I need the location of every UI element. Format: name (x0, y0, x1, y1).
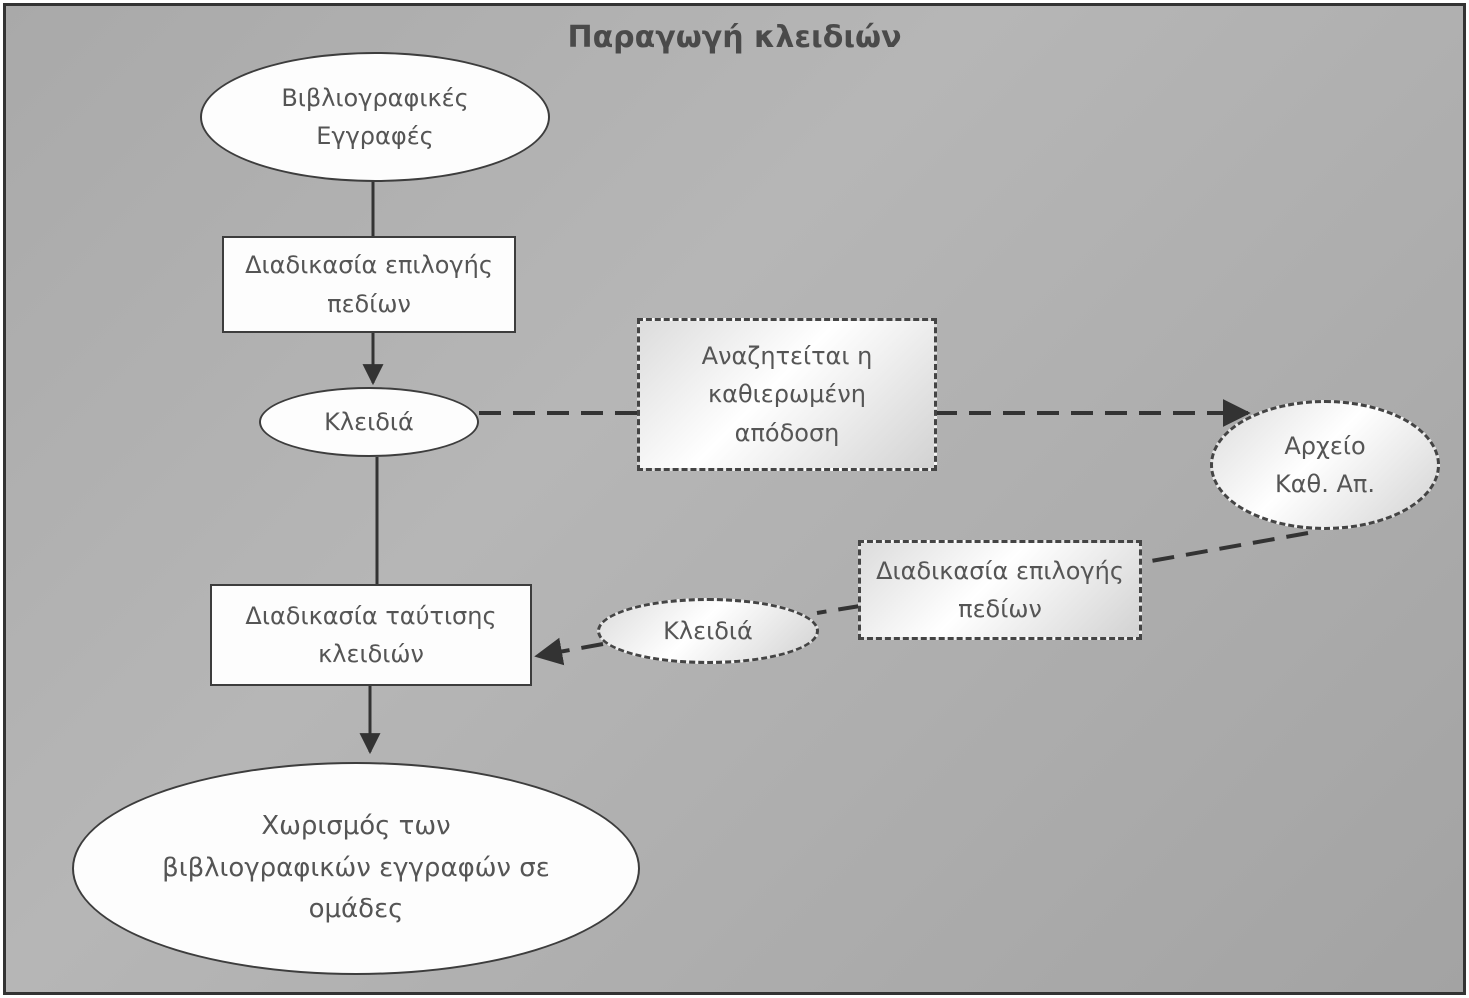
node-field-select-2: Διαδικασία επιλογής πεδίων (858, 540, 1142, 640)
node-field-select: Διαδικασία επιλογής πεδίων (222, 236, 516, 333)
node-keys: Κλειδιά (259, 387, 479, 457)
diagram-title: Παραγωγή κλειδιών (567, 20, 902, 55)
node-keys-2: Κλειδιά (597, 598, 819, 664)
node-records: Βιβλιογραφικές Εγγραφές (200, 52, 550, 182)
edge-field-select-2-to-keys-2 (816, 604, 861, 615)
node-grouping: Χωρισμός των βιβλιογραφικών εγγραφών σε … (72, 762, 640, 975)
edge-keys-2-to-key-match (534, 637, 604, 666)
node-authority-search: Αναζητείται η καθιερωμένη απόδοση (637, 318, 937, 471)
node-authority-file: Αρχείο Καθ. Απ. (1210, 400, 1440, 530)
edge-authority-file-to-field-select-2 (1139, 531, 1309, 565)
node-key-match: Διαδικασία ταύτισης κλειδιών (210, 584, 532, 686)
